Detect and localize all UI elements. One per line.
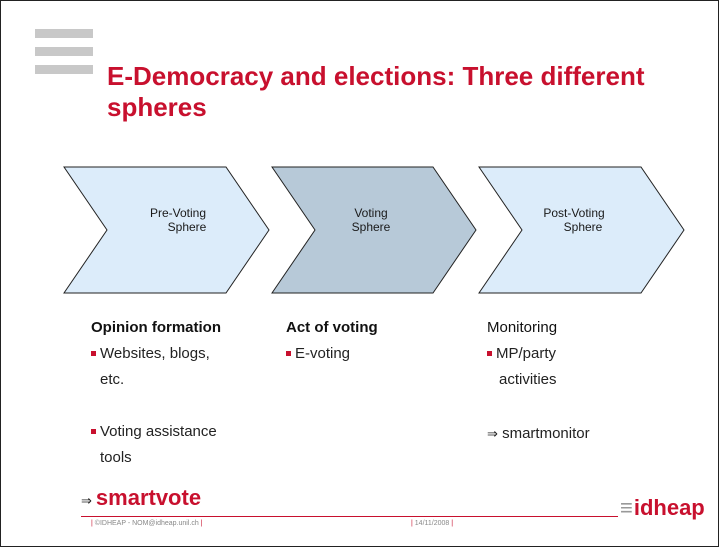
chevron-pre-voting bbox=[63, 166, 270, 294]
slide-title: E-Democracy and elections: Three differe… bbox=[107, 61, 645, 122]
chevron-voting-label: Voting Sphere bbox=[321, 206, 421, 234]
list-item: Websites, blogs, bbox=[91, 341, 210, 366]
arrow-icon: ⇒ bbox=[487, 426, 498, 441]
arrow-item-text: smartmonitor bbox=[502, 425, 590, 442]
smartvote-label: ⇒smartvote bbox=[81, 485, 201, 511]
bullet-icon bbox=[91, 350, 96, 356]
footer-separator: | bbox=[200, 520, 203, 527]
arrow-item: ⇒ smartmonitor bbox=[487, 425, 590, 442]
chevron-label-line: Sphere bbox=[167, 220, 207, 234]
arrow-icon: ⇒ bbox=[81, 493, 92, 508]
bullet-icon bbox=[286, 350, 291, 356]
chevron-voting bbox=[271, 166, 477, 294]
decorative-bars bbox=[35, 29, 93, 83]
footer-divider bbox=[81, 516, 707, 517]
bullet-icon bbox=[487, 350, 492, 356]
list-item-text: Websites, blogs, bbox=[100, 345, 210, 362]
bar bbox=[35, 29, 93, 38]
list-item-text: E-voting bbox=[295, 345, 351, 362]
column-heading-voting: Act of voting bbox=[286, 319, 378, 336]
chevron-label-line: Pre-Voting bbox=[149, 206, 207, 220]
list-item: Voting assistance bbox=[91, 419, 217, 444]
list-item-text: MP/party bbox=[496, 345, 557, 362]
footer-separator: | bbox=[451, 520, 454, 527]
column-heading-pre: Opinion formation bbox=[91, 319, 221, 336]
list-item-continuation: activities bbox=[499, 371, 557, 388]
chevron-post-voting-label: Post-Voting Sphere bbox=[519, 206, 629, 234]
bar bbox=[35, 47, 93, 56]
idheap-logo: ≡idheap bbox=[618, 495, 707, 521]
list-item-continuation: etc. bbox=[100, 371, 125, 388]
list-item: MP/party bbox=[487, 341, 556, 366]
bullet-icon bbox=[91, 428, 96, 434]
chevron-post-voting bbox=[478, 166, 685, 294]
logo-text: idheap bbox=[633, 495, 705, 520]
footer-author: | ©IDHEAP - NOM@idheap.unil.ch | bbox=[91, 520, 203, 527]
chevron-diagram bbox=[63, 166, 685, 294]
smartvote-text: smartvote bbox=[95, 485, 202, 510]
chevron-label-line: Sphere bbox=[351, 220, 391, 234]
list-item-text: Voting assistance bbox=[100, 423, 217, 440]
chevron-label-line: Sphere bbox=[563, 220, 603, 234]
logo-mark-icon: ≡ bbox=[620, 495, 633, 520]
footer-author-text: ©IDHEAP - NOM@idheap.unil.ch bbox=[94, 520, 199, 527]
column-heading-post: Monitoring bbox=[487, 319, 558, 336]
list-item: E-voting bbox=[286, 341, 350, 366]
chevron-pre-voting-label: Pre-Voting Sphere bbox=[123, 206, 233, 234]
bar bbox=[35, 65, 93, 74]
footer-date-text: 14/11/2008 bbox=[414, 520, 450, 527]
list-item-continuation: tools bbox=[100, 449, 132, 466]
footer-separator: | bbox=[411, 520, 413, 527]
chevron-label-line: Voting bbox=[354, 206, 388, 220]
footer-separator: | bbox=[91, 520, 93, 527]
chevron-label-line: Post-Voting bbox=[543, 206, 605, 220]
footer-date: | 14/11/2008 | bbox=[411, 520, 453, 527]
